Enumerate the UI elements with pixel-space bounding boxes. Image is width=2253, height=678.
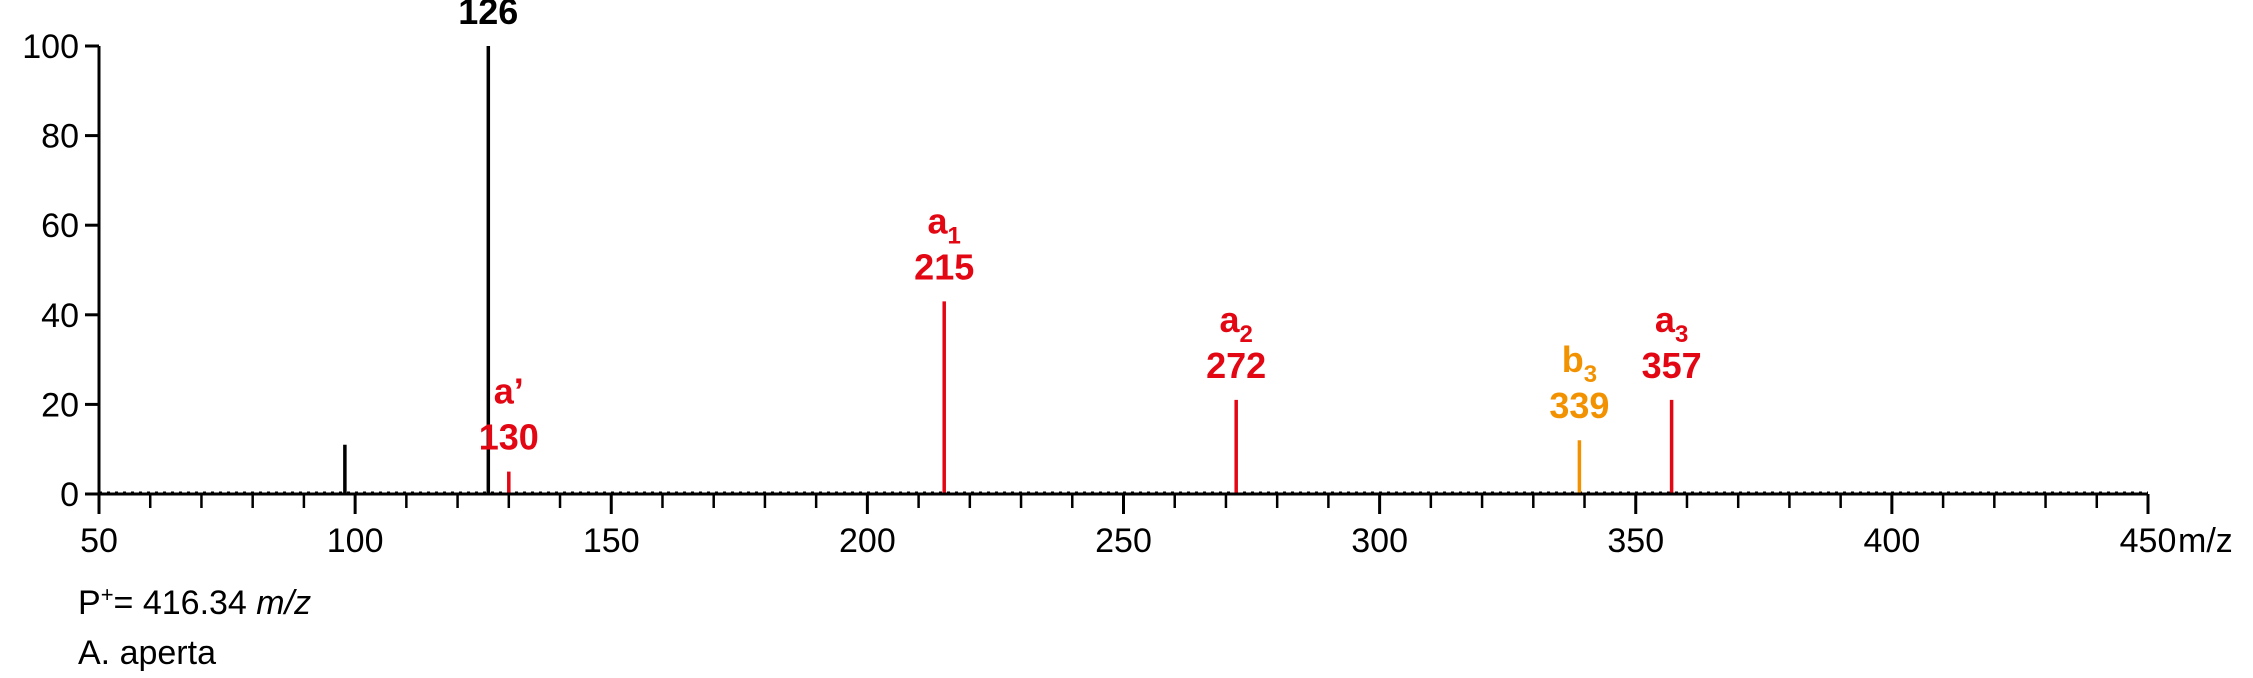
peak-value-label-272: 272 — [1206, 345, 1266, 386]
ion-label-272: a2 — [1219, 299, 1252, 348]
ion-subscript: 3 — [1584, 361, 1597, 388]
peak-value-label-126: 126 — [458, 0, 518, 32]
species-name: A. aperta — [78, 634, 216, 672]
ion-subscript: 2 — [1240, 321, 1253, 348]
x-tick-label-400: 400 — [1864, 522, 1921, 560]
x-tick-label-450: 450 — [2120, 522, 2177, 560]
x-tick-label-100: 100 — [327, 522, 384, 560]
x-tick-label-250: 250 — [1095, 522, 1152, 560]
precursor-unit: m/z — [256, 584, 312, 622]
ion-subscript: 1 — [948, 222, 961, 249]
x-tick-label-50: 50 — [80, 522, 118, 560]
precursor-prefix: P — [78, 584, 101, 622]
ion-label-357: a3 — [1655, 299, 1688, 348]
x-axis-unit-label: m/z — [2178, 522, 2233, 560]
ion-letter: a — [1655, 299, 1676, 340]
precursor-mass-label: P+= 416.34 m/z — [78, 582, 311, 623]
y-tick-label-100: 100 — [22, 28, 79, 66]
ion-label-130: a’ — [494, 371, 524, 412]
ion-subscript: 3 — [1675, 321, 1688, 348]
ion-letter: a — [1219, 299, 1240, 340]
y-tick-label-80: 80 — [41, 118, 79, 156]
x-tick-label-350: 350 — [1607, 522, 1664, 560]
y-tick-label-40: 40 — [41, 297, 79, 335]
peak-value-label-339: 339 — [1549, 385, 1609, 426]
x-tick-label-200: 200 — [839, 522, 896, 560]
x-tick-label-300: 300 — [1351, 522, 1408, 560]
peak-value-label-357: 357 — [1642, 345, 1702, 386]
y-tick-label-60: 60 — [41, 207, 79, 245]
y-tick-label-20: 20 — [41, 386, 79, 424]
ion-label-215: a1 — [928, 200, 961, 249]
ion-label-339: b3 — [1562, 339, 1597, 388]
x-tick-label-150: 150 — [583, 522, 640, 560]
peak-group — [343, 46, 1674, 494]
peak-value-label-215: 215 — [914, 246, 974, 287]
ion-letter: a — [928, 200, 949, 241]
ion-letter: b — [1562, 339, 1584, 380]
peak-value-label-130: 130 — [479, 417, 539, 458]
precursor-charge: + — [100, 582, 114, 607]
y-tick-label-0: 0 — [60, 476, 79, 514]
precursor-value: = 416.34 — [113, 584, 257, 622]
ion-letter: a’ — [494, 371, 524, 412]
